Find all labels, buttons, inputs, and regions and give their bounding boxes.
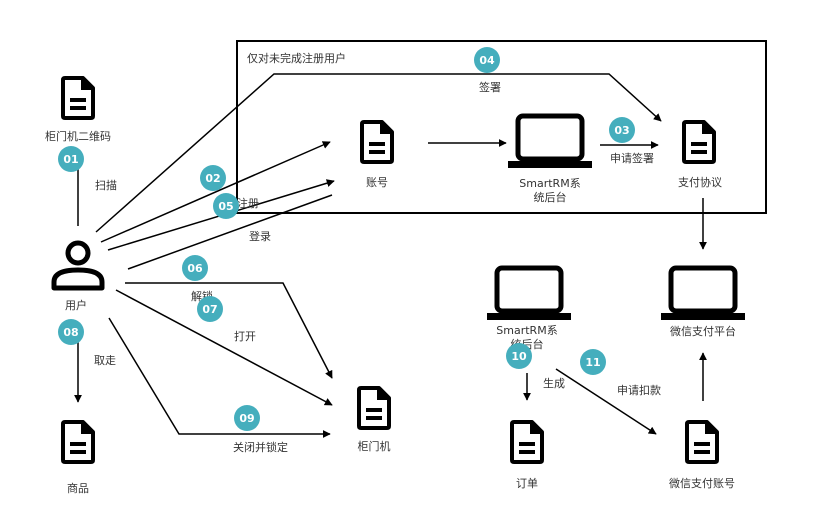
node-wx-account[interactable]: 微信支付账号: [669, 420, 735, 490]
step-badge-05: 05: [213, 193, 239, 219]
step-badge-circle: [213, 193, 239, 219]
step-badge-number: 05: [218, 200, 233, 213]
edge-label-generate: 生成: [543, 376, 565, 390]
step-badge-circle: [609, 117, 635, 143]
step-badge-number: 01: [63, 153, 78, 166]
document-icon: [360, 120, 394, 164]
edge-label-apply-charge: 申请扣款: [617, 383, 661, 397]
step-badge-circle: [506, 343, 532, 369]
laptop-icon: [487, 268, 571, 320]
step-badge-number: 07: [202, 303, 217, 316]
node-label-line2: 统后台: [534, 190, 567, 204]
step-badge-number: 06: [187, 262, 203, 275]
step-badge-circle: [474, 47, 500, 73]
node-account[interactable]: 账号: [360, 120, 394, 189]
user-icon: [54, 243, 102, 288]
step-badge-number: 09: [239, 412, 254, 425]
step-badge-11: 11: [580, 349, 606, 375]
step-badge-number: 10: [511, 350, 527, 363]
node-backend-2[interactable]: SmartRM系 统后台: [487, 268, 571, 351]
step-badges: 01 02 03 04 05 06 07 08 09 10 11: [58, 47, 635, 431]
node-label: 订单: [516, 477, 538, 490]
node-label: 柜门机二维码: [45, 129, 111, 143]
step-badge-number: 02: [205, 172, 220, 185]
step-badge-circle: [58, 319, 84, 345]
edge-label-scan: 扫描: [95, 178, 117, 192]
document-icon: [357, 386, 391, 430]
node-label: 微信支付平台: [670, 324, 736, 338]
document-icon: [61, 76, 95, 120]
edges: [74, 73, 707, 438]
edge-label-login: 登录: [249, 229, 271, 243]
edge-label-open: 打开: [234, 329, 256, 343]
edge-label-register: 注册: [237, 196, 259, 210]
edge-sign-04: [95, 73, 662, 233]
step-badge-circle: [234, 405, 260, 431]
node-agreement[interactable]: 支付协议: [678, 120, 722, 189]
edge-unlock-06: [125, 282, 333, 379]
document-icon: [61, 420, 95, 464]
edge-open-07: [115, 289, 333, 406]
document-icon: [682, 120, 716, 164]
edge-apply-charge-11: [555, 368, 657, 435]
group-title: 仅对未完成注册用户: [247, 51, 346, 65]
registration-group-box: [236, 40, 767, 214]
step-badge-04: 04: [474, 47, 500, 73]
node-order[interactable]: 订单: [510, 420, 544, 490]
edge-register-02: [100, 141, 331, 243]
step-badge-circle: [200, 165, 226, 191]
step-badge-circle: [182, 255, 208, 281]
node-label-line1: SmartRM系: [519, 177, 580, 190]
step-badge-number: 04: [479, 54, 495, 67]
node-label: 支付协议: [678, 175, 722, 189]
node-label: 微信支付账号: [669, 476, 735, 490]
document-icon: [685, 420, 719, 464]
step-badge-06: 06: [182, 255, 208, 281]
step-badge-07: 07: [197, 296, 223, 322]
node-wxpay-platform[interactable]: 微信支付平台: [661, 268, 745, 338]
step-badge-circle: [58, 146, 84, 172]
step-badge-circle: [197, 296, 223, 322]
step-badge-number: 11: [585, 356, 600, 369]
node-label: 柜门机: [358, 439, 391, 453]
edge-label-close-lock: 关闭并锁定: [233, 440, 288, 454]
node-backend-1[interactable]: SmartRM系 统后台: [508, 116, 592, 204]
node-qrcode[interactable]: 柜门机二维码: [45, 76, 111, 143]
step-badge-09: 09: [234, 405, 260, 431]
edge-label-apply-sign: 申请签署: [610, 151, 654, 165]
node-goods[interactable]: 商品: [61, 420, 95, 495]
step-badge-02: 02: [200, 165, 226, 191]
node-user[interactable]: 用户: [54, 243, 102, 312]
edge-label-sign: 签署: [479, 80, 501, 94]
node-label: 商品: [67, 481, 89, 495]
step-badge-circle: [580, 349, 606, 375]
node-label: 账号: [366, 176, 388, 189]
document-icon: [510, 420, 544, 464]
step-badge-08: 08: [58, 319, 84, 345]
edge-close-lock-09: [108, 317, 331, 438]
edge-label-take: 取走: [94, 354, 116, 367]
laptop-icon: [508, 116, 592, 168]
edge-register-05: [127, 194, 333, 270]
step-badge-number: 03: [614, 124, 629, 137]
node-label: 用户: [65, 298, 87, 312]
step-badge-number: 08: [63, 326, 78, 339]
node-cabinet[interactable]: 柜门机: [357, 386, 391, 453]
laptop-icon: [661, 268, 745, 320]
node-label-line1: SmartRM系: [496, 324, 557, 337]
step-badge-01: 01: [58, 146, 84, 172]
step-badge-03: 03: [609, 117, 635, 143]
step-badge-10: 10: [506, 343, 532, 369]
